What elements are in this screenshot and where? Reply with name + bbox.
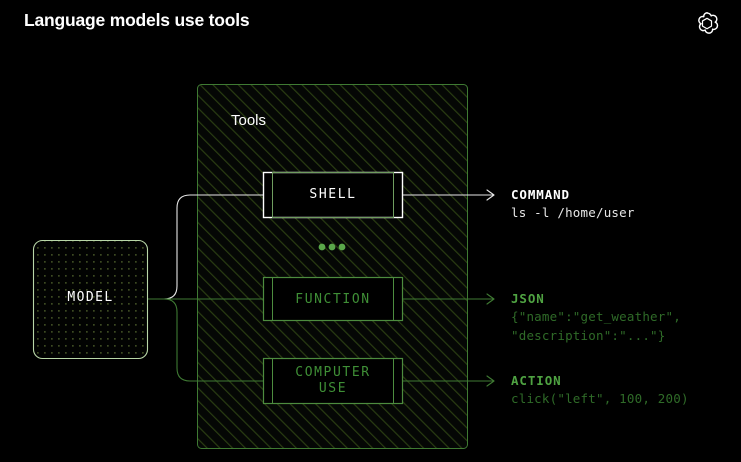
output-command: COMMAND ls -l /home/user — [511, 186, 635, 222]
connector-group-left — [148, 194, 263, 382]
connector-group-right — [403, 189, 495, 387]
output-json-title: JSON — [511, 291, 545, 306]
tool-label-computer-use: COMPUTER USE — [295, 365, 371, 396]
output-action: ACTION click("left", 100, 200) — [511, 372, 689, 408]
tool-box-function[interactable] — [262, 276, 404, 322]
output-json-code: {"name":"get_weather", "description":"..… — [511, 309, 681, 343]
tool-box-shell[interactable] — [262, 171, 404, 219]
tool-box-computer-use[interactable] — [262, 357, 404, 405]
connector-model-shell — [148, 194, 263, 300]
connector-model-computeruse — [148, 298, 263, 382]
page-title: Language models use tools — [24, 10, 250, 30]
output-action-code: click("left", 100, 200) — [511, 391, 689, 406]
output-command-title: COMMAND — [511, 187, 570, 202]
output-json: JSON {"name":"get_weather", "description… — [511, 290, 681, 345]
model-label: MODEL — [67, 290, 114, 305]
openai-logo — [692, 8, 722, 38]
tool-label-shell: SHELL — [309, 187, 357, 202]
model-box[interactable] — [32, 239, 149, 360]
tools-container-label: Tools — [231, 112, 267, 129]
tools-ellipsis — [318, 243, 346, 251]
output-action-title: ACTION — [511, 373, 562, 388]
tool-label-function: FUNCTION — [295, 292, 371, 307]
output-command-code: ls -l /home/user — [511, 205, 635, 220]
